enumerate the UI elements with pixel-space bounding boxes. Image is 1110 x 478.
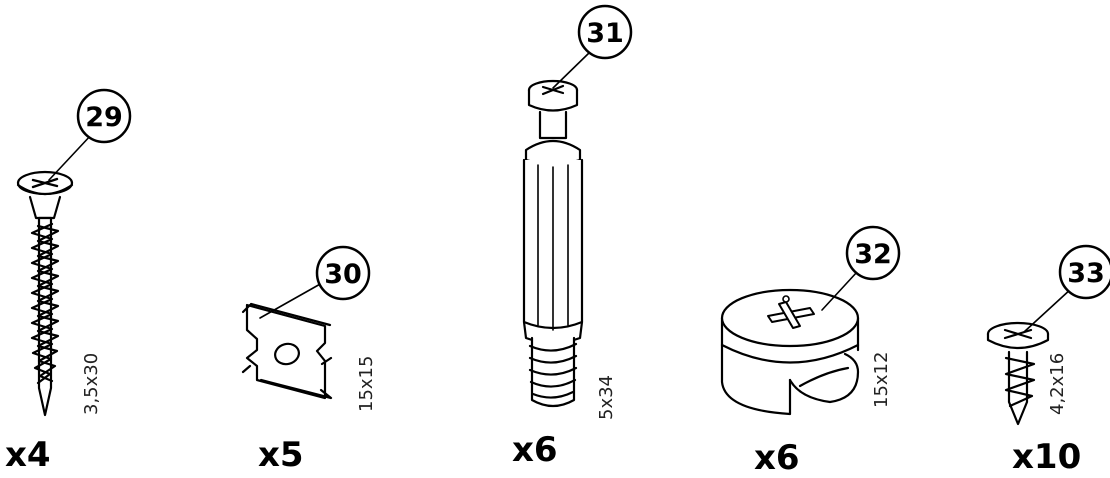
quantity-label-29: x4 xyxy=(5,435,51,474)
part-number-badge-30 xyxy=(315,245,371,301)
part-number-32: 32 xyxy=(854,239,892,270)
clip-plate-icon xyxy=(241,302,333,400)
part-number-29: 29 xyxy=(85,102,123,133)
part-number-30: 30 xyxy=(324,259,362,290)
leader-line-32 xyxy=(821,271,858,311)
cam-lock-icon xyxy=(720,288,860,416)
quantity-label-31: x6 xyxy=(512,430,558,470)
quantity-label-32: x6 xyxy=(754,438,800,474)
dimension-label-30: 15x15 xyxy=(356,356,377,412)
dimension-label-33: 4,2x16 xyxy=(1047,353,1068,415)
part-30: 30 15x15 x5 xyxy=(241,245,377,475)
part-number-31: 31 xyxy=(586,18,624,49)
wood-screw-icon xyxy=(16,170,74,417)
leader-line-30 xyxy=(259,282,323,319)
dimension-label-31: 5x34 xyxy=(596,375,617,420)
wafer-screw-icon xyxy=(986,321,1050,426)
quantity-label-30: x5 xyxy=(258,435,304,474)
part-number-33: 33 xyxy=(1067,258,1105,289)
part-31: 31 5x34 x6 xyxy=(512,4,633,470)
part-29: 29 3,5x30 x4 xyxy=(5,88,132,475)
leader-line-29 xyxy=(48,133,93,181)
dimension-label-29: 3,5x30 xyxy=(81,353,102,415)
cam-dowel-icon xyxy=(522,79,584,408)
dimension-label-32: 15x12 xyxy=(871,352,892,408)
leader-line-33 xyxy=(1023,287,1073,333)
part-number-badge-31 xyxy=(577,4,633,60)
part-number-badge-29 xyxy=(76,88,132,144)
quantity-label-33: x10 xyxy=(1012,437,1081,474)
leader-line-31 xyxy=(552,51,591,89)
part-32: 32 15x12 x6 xyxy=(720,225,901,478)
part-number-badge-33 xyxy=(1058,244,1110,300)
part-33: 33 4,2x16 x10 xyxy=(986,244,1110,477)
part-number-badge-32 xyxy=(845,225,901,281)
